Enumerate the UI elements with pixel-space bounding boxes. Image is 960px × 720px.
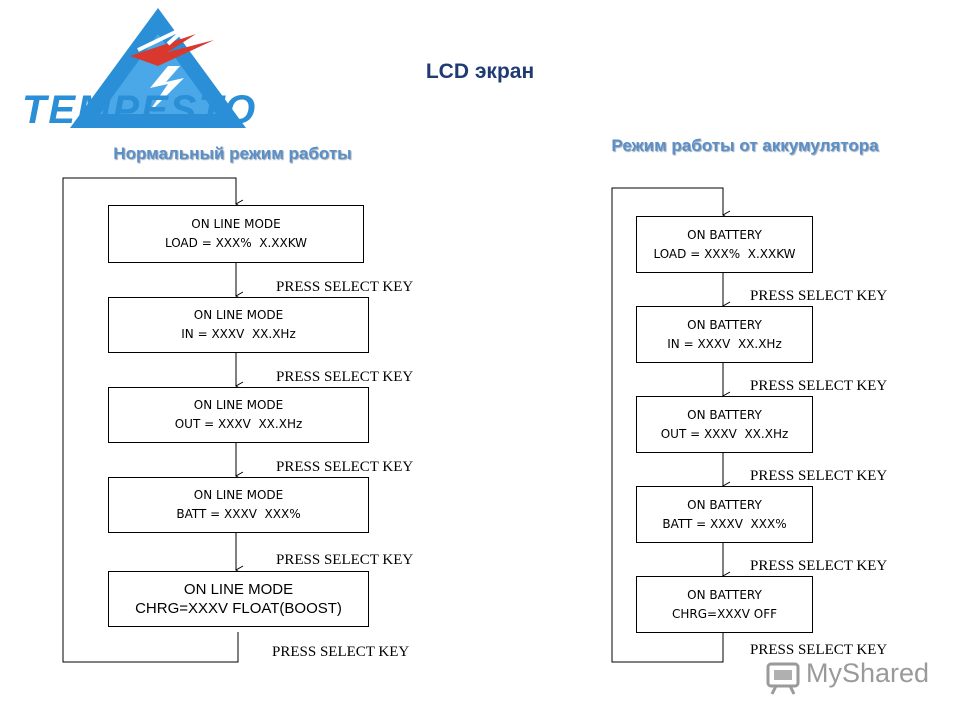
press-select-key-label: PRESS SELECT KEY xyxy=(272,644,410,660)
normal-screen-3: ON LINE MODE OUT = XXXV XX.XHz xyxy=(108,387,369,443)
screen-mode-text: ON LINE MODE xyxy=(191,217,281,232)
battery-loop-line xyxy=(611,187,731,663)
press-select-key-label: PRESS SELECT KEY xyxy=(750,288,888,304)
battery-screen-4: ON BATTERY BATT = XXXV XXX% xyxy=(636,486,813,543)
screen-mode-text: ON BATTERY xyxy=(687,587,762,602)
screen-value-text: CHRG=XXXV OFF xyxy=(671,606,778,621)
projector-icon xyxy=(766,662,800,695)
normal-mode-title: Нормальный режим работы xyxy=(113,144,352,163)
screen-value-text: IN = XXXV XX.XHz xyxy=(181,327,296,341)
screen-value-text: LOAD = XXX% X.XXKW xyxy=(653,246,796,261)
screen-value-text: IN = XXXV XX.XHz xyxy=(667,336,782,351)
battery-screen-3: ON BATTERY OUT = XXXV XX.XHz xyxy=(636,396,813,453)
screen-value-text: OUT = XXXV XX.XHz xyxy=(174,417,303,431)
battery-mode-title: Режим работы от аккумулятора xyxy=(611,136,879,155)
screen-mode-text: ON LINE MODE xyxy=(193,488,284,503)
screen-value-text: CHRG=XXXV FLOAT(BOOST) xyxy=(135,600,342,617)
screen-value-text: BATT = XXXV XXX% xyxy=(176,507,301,521)
press-select-key-label: PRESS SELECT KEY xyxy=(750,558,888,574)
press-select-key-label: PRESS SELECT KEY xyxy=(750,378,888,394)
screen-value-text: OUT = XXXV XX.XHz xyxy=(660,426,789,441)
myshared-watermark: MyShared xyxy=(764,656,934,696)
screen-mode-text: ON BATTERY xyxy=(687,407,762,422)
screen-mode-text: ON LINE MODE xyxy=(193,308,284,323)
normal-screen-4: ON LINE MODE BATT = XXXV XXX% xyxy=(108,477,369,533)
logo-wordmark: TEMPESTO xyxy=(22,88,258,132)
screen-mode-text: ON LINE MODE xyxy=(183,580,294,598)
watermark-text: MyShared xyxy=(806,658,930,688)
screen-mode-text: ON BATTERY xyxy=(687,317,762,332)
normal-screen-5: ON LINE MODE CHRG=XXXV FLOAT(BOOST) xyxy=(108,571,369,627)
page-title: LCD экран xyxy=(425,60,535,83)
press-select-key-label: PRESS SELECT KEY xyxy=(276,552,414,568)
battery-screen-2: ON BATTERY IN = XXXV XX.XHz xyxy=(636,306,813,363)
normal-screen-2: ON LINE MODE IN = XXXV XX.XHz xyxy=(108,297,369,353)
normal-loop-line xyxy=(62,177,244,663)
battery-screen-5: ON BATTERY CHRG=XXXV OFF xyxy=(636,576,813,633)
screen-mode-text: ON BATTERY xyxy=(687,227,762,242)
tempesto-logo: TEMPESTO xyxy=(18,4,298,134)
press-select-key-label: PRESS SELECT KEY xyxy=(276,459,414,475)
screen-value-text: BATT = XXXV XXX% xyxy=(662,516,787,531)
press-select-key-label: PRESS SELECT KEY xyxy=(750,468,888,484)
press-select-key-label: PRESS SELECT KEY xyxy=(276,279,414,295)
normal-screen-1: ON LINE MODE LOAD = XXX% X.XXKW xyxy=(108,205,364,263)
screen-value-text: LOAD = XXX% X.XXKW xyxy=(164,236,308,250)
screen-mode-text: ON LINE MODE xyxy=(193,398,284,413)
battery-screen-1: ON BATTERY LOAD = XXX% X.XXKW xyxy=(636,216,813,273)
screen-mode-text: ON BATTERY xyxy=(687,497,762,512)
press-select-key-label: PRESS SELECT KEY xyxy=(276,369,414,385)
press-select-key-label: PRESS SELECT KEY xyxy=(750,642,888,658)
